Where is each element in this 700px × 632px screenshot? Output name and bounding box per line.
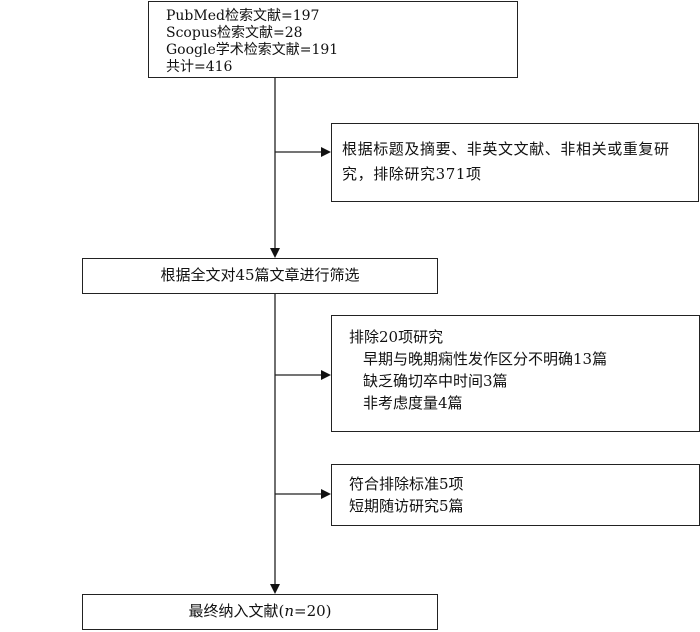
arrowhead-to-exclusion-other (321, 489, 331, 499)
fulltext-screening-text: 根据全文对45篇文章进行筛选 (160, 266, 360, 284)
arrowhead-to-fulltext (270, 248, 280, 258)
search-line-scopus: Scopus检索文献=28 (166, 25, 303, 41)
search-line-total: 共计=416 (166, 59, 233, 75)
exclusion-reason-seizure-timing: 早期与晚期痫性发作区分不明确13篇 (363, 350, 608, 368)
arrowhead-to-exclusion-fulltext (321, 370, 331, 380)
exclusion-reason-stroke-time: 缺乏确切卒中时间3篇 (363, 372, 508, 390)
other-exclusion-box: 符合排除标准5项 短期随访研究5篇 (331, 464, 700, 526)
fulltext-exclusion-box: 排除20项研究 早期与晚期痫性发作区分不明确13篇 缺乏确切卒中时间3篇 非考虑… (331, 315, 700, 432)
other-exclusion-criteria: 符合排除标准5项 (349, 475, 464, 493)
search-results-box: PubMed检索文献=197 Scopus检索文献=28 Google学术检索文… (148, 1, 518, 78)
arrowhead-to-exclusion-initial (321, 147, 331, 157)
initial-exclusion-box: 根据标题及摘要、非英文文献、非相关或重复研究，排除研究371项 (331, 123, 699, 202)
fulltext-screening-box: 根据全文对45篇文章进行筛选 (82, 258, 438, 294)
final-included-prefix: 最终纳入文献( (188, 602, 285, 620)
final-included-box: 最终纳入文献(n=20) (82, 594, 438, 630)
initial-exclusion-text: 根据标题及摘要、非英文文献、非相关或重复研究，排除研究371项 (342, 140, 670, 183)
fulltext-exclusion-heading: 排除20项研究 (349, 328, 444, 346)
other-exclusion-short-followup: 短期随访研究5篇 (349, 497, 464, 515)
final-included-n-symbol: n (284, 602, 294, 620)
exclusion-reason-metric: 非考虑度量4篇 (363, 394, 463, 412)
search-line-pubmed: PubMed检索文献=197 (166, 8, 320, 24)
arrowhead-to-final (270, 584, 280, 594)
final-included-count: =20) (294, 602, 332, 620)
search-line-google-scholar: Google学术检索文献=191 (166, 42, 339, 58)
